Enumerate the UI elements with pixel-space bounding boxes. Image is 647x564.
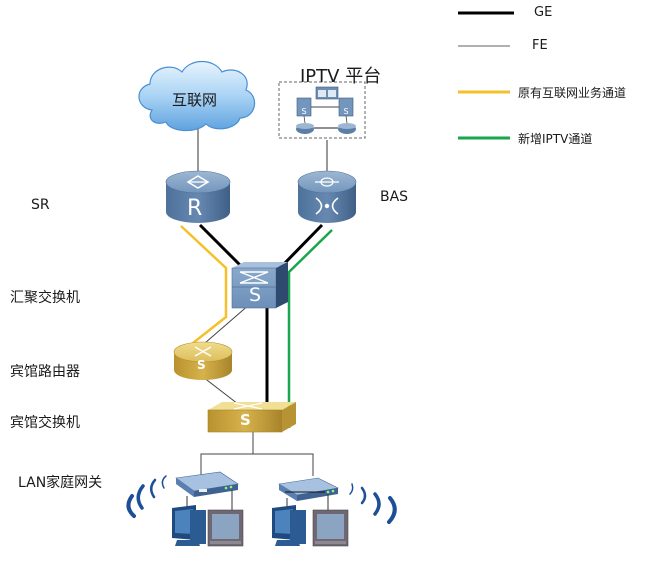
cross-arrows-icon (315, 197, 339, 215)
hotel-switch-glyph: S (240, 411, 251, 429)
pc-left[interactable] (172, 496, 206, 546)
router-icon (296, 123, 314, 134)
tv-right[interactable] (312, 494, 349, 547)
switch-icon: S (296, 97, 312, 117)
bas-label: BAS (380, 189, 409, 205)
hotel-router[interactable] (173, 341, 233, 380)
svg-text:S: S (343, 107, 348, 116)
hotel-router-glyph: S (197, 358, 206, 372)
switch-arrows-icon (239, 271, 269, 284)
lan-gateway-left[interactable] (175, 471, 239, 497)
link-agg-router-fe (204, 303, 251, 344)
lan-gateway-right[interactable] (278, 477, 339, 501)
legend-label-iptv: 新增IPTV通道 (518, 132, 593, 146)
svg-text:S: S (301, 107, 306, 116)
sr-router[interactable] (165, 170, 231, 223)
tv-left[interactable] (207, 490, 244, 547)
bas-top-icon (315, 177, 339, 187)
switch-arrows-icon (233, 402, 263, 410)
lan-gateway-label: LAN家庭网关 (18, 475, 103, 491)
path-internet-service (180, 225, 228, 344)
link-router-hotelswitch (202, 376, 239, 405)
router-icon (338, 123, 356, 134)
legend-label-internet: 原有互联网业务通道 (518, 86, 627, 100)
server-icon (315, 86, 339, 100)
iptv-platform[interactable]: S S (278, 81, 366, 139)
wifi-signal-left-icon (126, 475, 167, 518)
agg-switch-label: 汇聚交换机 (10, 290, 80, 306)
legend (458, 11, 514, 140)
aggregation-switch[interactable] (231, 262, 288, 309)
links (180, 128, 333, 476)
hotel-router-label: 宾馆路由器 (10, 364, 80, 380)
wifi-signal-right-icon (349, 483, 397, 524)
bas-device[interactable] (297, 170, 357, 223)
agg-switch-glyph: S (249, 284, 262, 306)
legend-label-ge: GE (534, 5, 553, 20)
internet-cloud[interactable] (138, 60, 256, 132)
sr-label: SR (31, 197, 50, 213)
pc-right[interactable] (272, 498, 306, 546)
link-bas-agg-ge (278, 223, 324, 270)
hotel-switch-label: 宾馆交换机 (10, 415, 80, 431)
switch-icon: S (338, 97, 354, 117)
iptv-platform-label: IPTV 平台 (300, 66, 382, 87)
internet-label: 互联网 (172, 91, 218, 109)
hotel-switch[interactable] (207, 402, 296, 433)
sr-router-glyph: R (187, 196, 203, 221)
cloud-icon (138, 60, 256, 132)
link-sr-agg-ge (198, 223, 242, 267)
iptv-platform-boundary (278, 81, 366, 139)
legend-label-fe: FE (532, 38, 548, 53)
link-bus (200, 453, 314, 476)
router-arrows-icon (194, 346, 212, 357)
path-iptv-service (287, 229, 333, 428)
